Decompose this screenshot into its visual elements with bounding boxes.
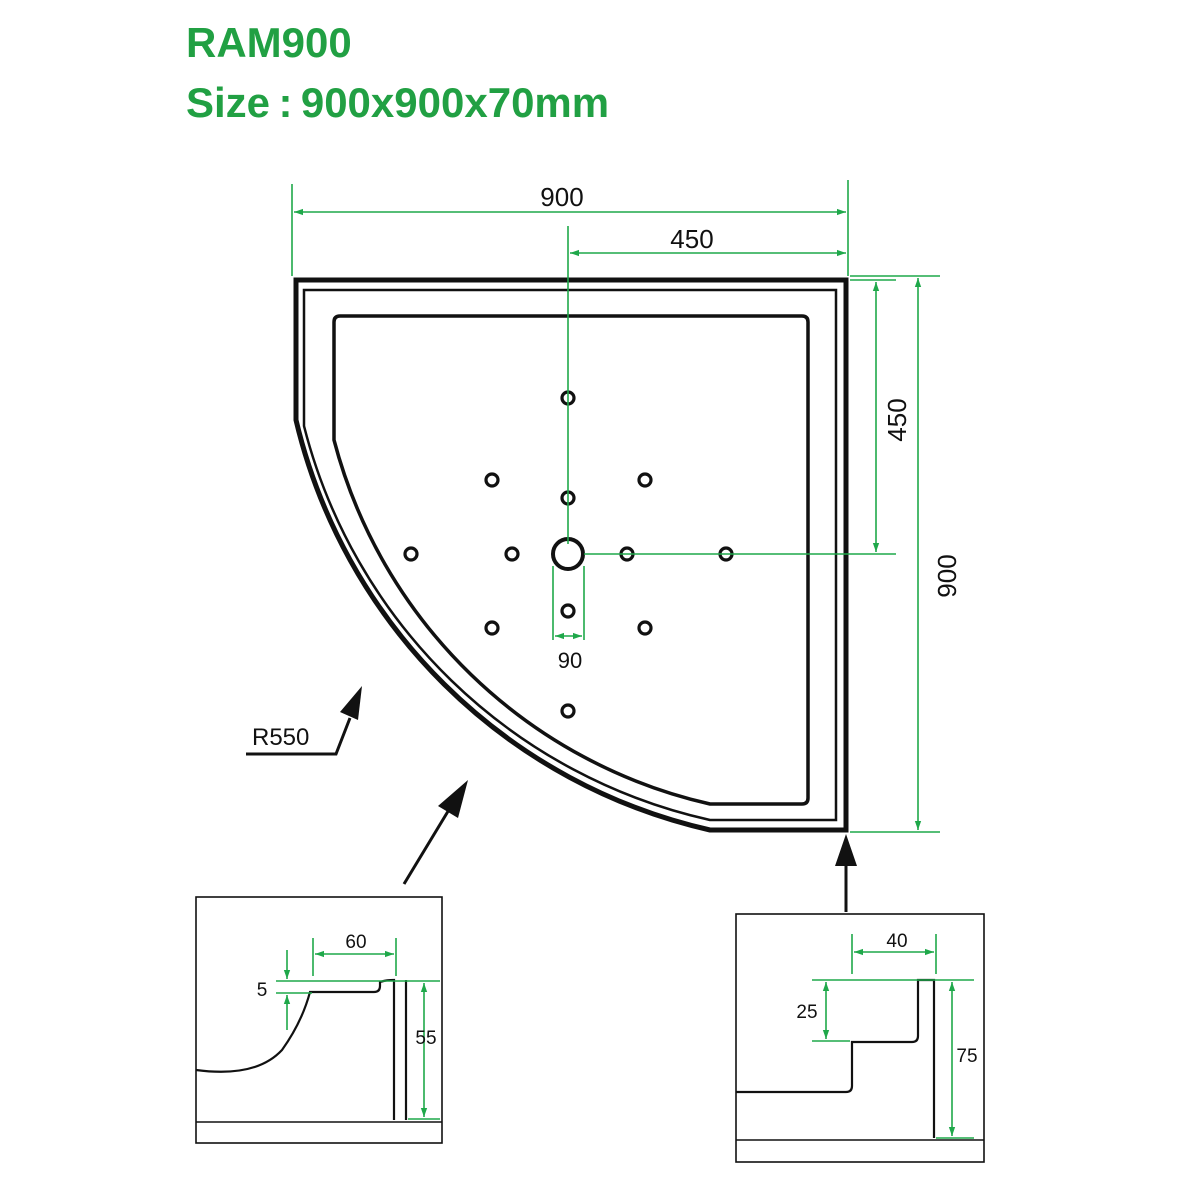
section-detail-left	[195, 896, 443, 1144]
width-half-label: 450	[670, 224, 713, 254]
detail-right-pointer	[835, 834, 857, 912]
dimension-right-step	[812, 979, 974, 1042]
left-height-label: 55	[415, 1028, 436, 1049]
model-title: RAM900	[186, 19, 352, 66]
jet-hole	[403, 546, 419, 562]
size-title: Size : 900x900x70mm	[186, 79, 610, 126]
jet-hole	[484, 472, 500, 488]
jet-hole	[637, 472, 653, 488]
detail-frame	[195, 896, 443, 1144]
width-overall-label: 900	[540, 182, 583, 212]
dimension-height-overall	[850, 275, 940, 833]
dimension-right-width	[851, 934, 937, 974]
radius-label: R550	[252, 724, 309, 751]
dimension-width-half	[567, 226, 846, 544]
dimension-left-step	[276, 950, 440, 1030]
jet-hole	[637, 620, 653, 636]
tray-outline	[293, 277, 849, 833]
detail-frame	[735, 913, 985, 1163]
jet-hole	[560, 603, 576, 619]
right-height-label: 75	[956, 1046, 977, 1067]
height-overall-label: 900	[932, 554, 962, 597]
detail-left-pointer	[402, 780, 468, 885]
height-half-label: 450	[882, 398, 912, 441]
dimension-drain	[552, 566, 585, 640]
dimension-right-height	[936, 982, 974, 1139]
jet-hole	[484, 620, 500, 636]
right-width-label: 40	[886, 931, 907, 952]
dimension-width-overall	[291, 180, 849, 276]
section-detail-right	[735, 913, 985, 1163]
dimension-height-half	[584, 279, 896, 555]
left-step-label: 5	[257, 980, 268, 1001]
jet-hole	[504, 546, 520, 562]
dimension-left-height	[408, 983, 440, 1120]
jet-hole	[560, 703, 576, 719]
dimension-left-width	[312, 938, 397, 976]
drain-diameter-label: 90	[558, 648, 582, 673]
left-width-label: 60	[345, 932, 366, 953]
right-step-label: 25	[796, 1002, 817, 1023]
radius-callout	[246, 686, 362, 756]
